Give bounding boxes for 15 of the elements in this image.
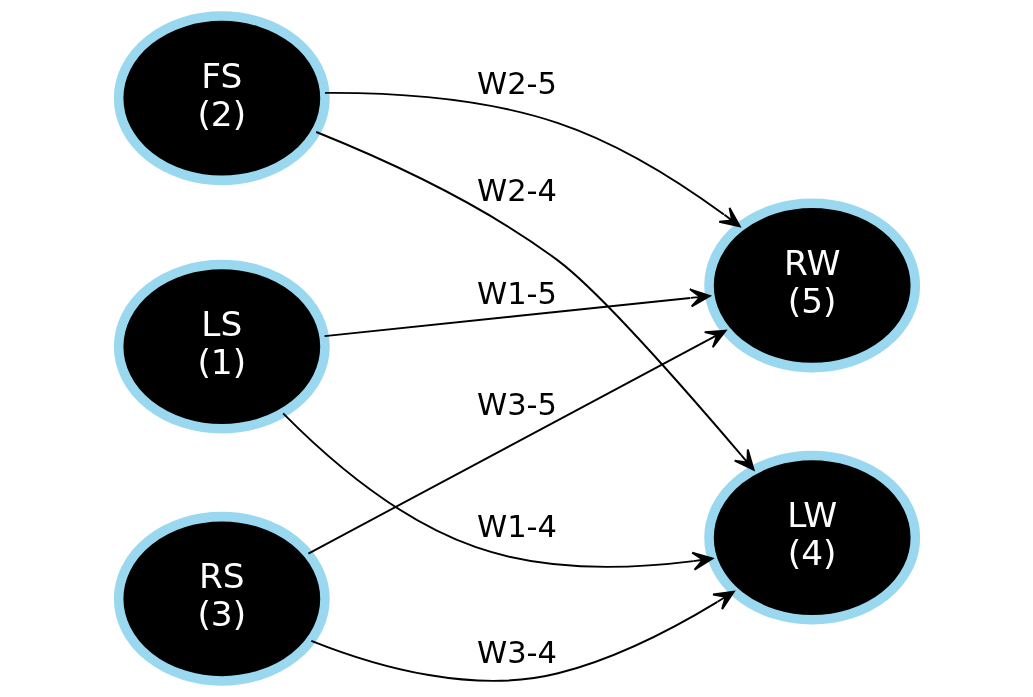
edge-label: W1-5 [476,276,557,312]
node-ellipse: FS (2) [113,11,330,186]
edge-label: W1-4 [476,509,557,545]
arrow [306,329,727,555]
arrow [281,412,713,571]
edge-label: W2-5 [476,66,557,102]
edge-label: W2-4 [476,173,557,208]
edge-label: W3-5 [476,386,557,422]
arrow [323,288,711,338]
node-ellipse: RS (3) [113,511,330,686]
arrow [314,131,755,471]
edge-label: W3-4 [476,635,557,671]
arrow [309,590,735,682]
arrow [323,91,741,228]
node-ellipse: LS (1) [113,259,330,434]
